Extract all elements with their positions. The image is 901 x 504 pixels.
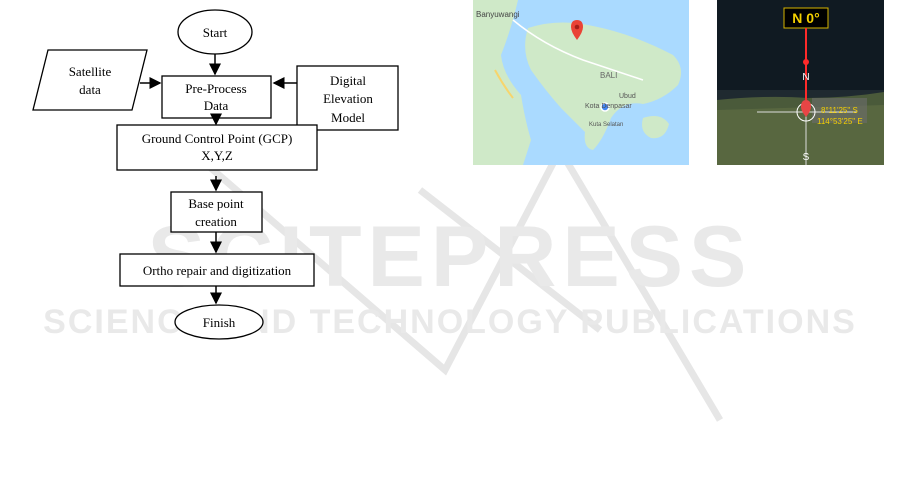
bali-map: Banyuwangi BALI Ubud Kota Denpasar Kuta … xyxy=(473,0,689,165)
start-label: Start xyxy=(203,25,228,40)
longitude-readout: 114°53'25" E xyxy=(817,117,863,126)
flowchart: Start Satellite data Pre-Process Data Di… xyxy=(0,0,460,360)
bali-map-svg: Banyuwangi BALI Ubud Kota Denpasar Kuta … xyxy=(473,0,689,165)
map-label-kuta: Kuta Selatan xyxy=(589,122,623,128)
finish-label: Finish xyxy=(203,315,236,330)
gcp-label-2: X,Y,Z xyxy=(201,148,233,163)
compass-view: N 0° N S 8°11'25" S 114°53'25" E xyxy=(717,0,884,165)
base-label-2: creation xyxy=(195,214,237,229)
north-indicator-dot xyxy=(803,59,809,65)
dem-label-2: Elevation xyxy=(323,91,373,106)
base-label-1: Base point xyxy=(188,196,244,211)
dem-label-3: Model xyxy=(331,110,365,125)
map-pin-dot xyxy=(575,25,580,30)
compass-south-label: S xyxy=(803,152,810,163)
preprocess-label-1: Pre-Process xyxy=(185,81,246,96)
satellite-label-2: data xyxy=(79,82,101,97)
satellite-data-node xyxy=(33,50,147,110)
gcp-label-1: Ground Control Point (GCP) xyxy=(142,131,293,146)
dem-label-1: Digital xyxy=(330,73,366,88)
map-label-denpasar: Kota Denpasar xyxy=(585,103,632,110)
preprocess-label-2: Data xyxy=(204,98,229,113)
latitude-readout: 8°11'25" S xyxy=(821,106,858,115)
heading-readout: N 0° xyxy=(792,10,819,26)
compass-north-label: N xyxy=(802,72,809,83)
map-label-ubud: Ubud xyxy=(619,93,636,100)
map-label-bali: BALI xyxy=(600,71,617,80)
ortho-label: Ortho repair and digitization xyxy=(143,263,292,278)
map-label-banyuwangi: Banyuwangi xyxy=(476,10,520,19)
satellite-label-1: Satellite xyxy=(69,64,112,79)
compass-svg: N 0° N S 8°11'25" S 114°53'25" E xyxy=(717,0,884,165)
